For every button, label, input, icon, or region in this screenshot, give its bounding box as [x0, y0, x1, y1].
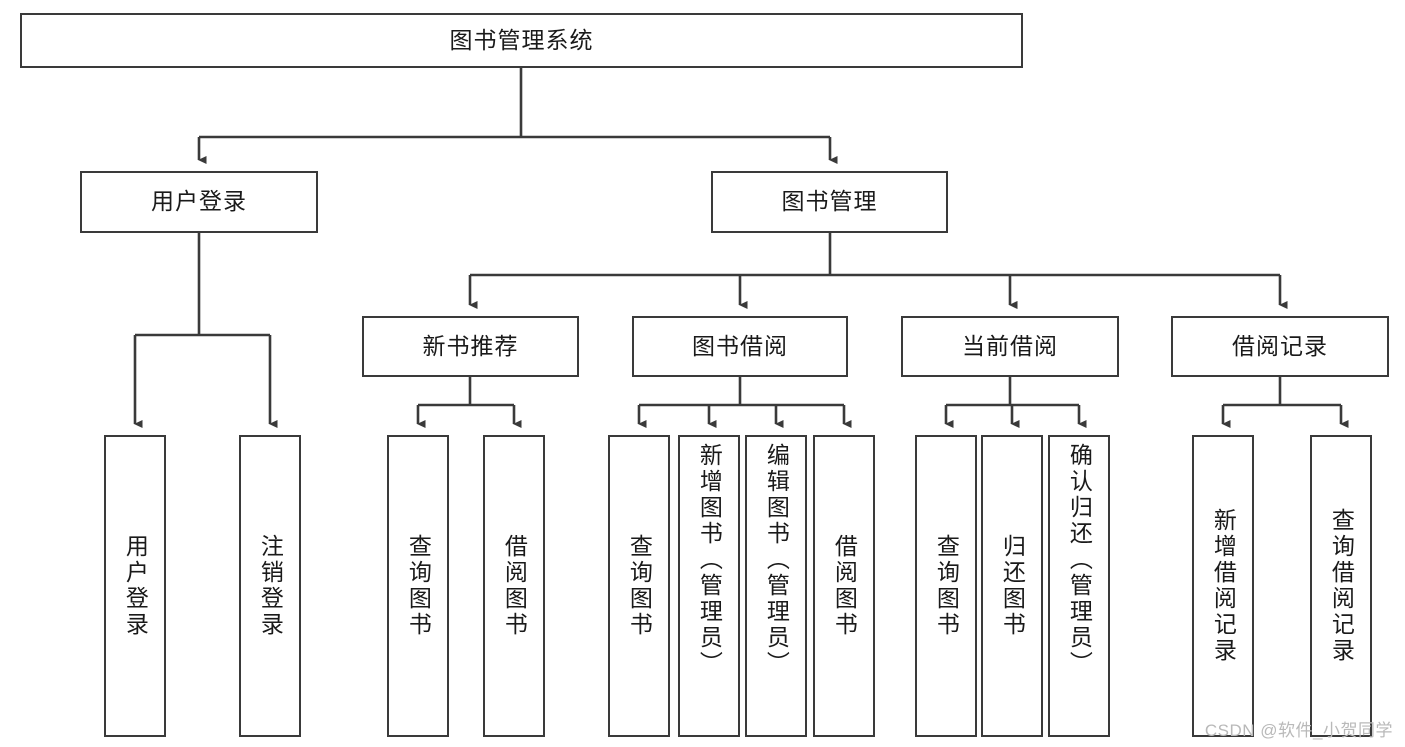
node-label: 查询图书 [405, 534, 432, 638]
leaf-node[interactable]: 借阅图书 [483, 435, 545, 737]
node-label: 查询借阅记录 [1328, 508, 1355, 664]
node-root-system[interactable]: 图书管理系统 [20, 13, 1023, 68]
leaf-node[interactable]: 借阅图书 [813, 435, 875, 737]
node-book-borrow[interactable]: 图书借阅 [632, 316, 848, 377]
node-label: 编辑图书（管理员） [763, 443, 790, 677]
node-label: 查询图书 [626, 534, 653, 638]
leaf-node[interactable]: 查询图书 [915, 435, 977, 737]
leaf-node[interactable]: 查询借阅记录 [1310, 435, 1372, 737]
leaf-node[interactable]: 归还图书 [981, 435, 1043, 737]
node-book-management[interactable]: 图书管理 [711, 171, 948, 233]
leaf-node[interactable]: 注销登录 [239, 435, 301, 737]
node-label: 注销登录 [257, 534, 284, 638]
node-label: 归还图书 [999, 534, 1026, 638]
node-label: 用户登录 [122, 534, 149, 638]
leaf-node[interactable]: 新增图书（管理员） [678, 435, 740, 737]
leaf-node[interactable]: 用户登录 [104, 435, 166, 737]
node-new-book-recommend[interactable]: 新书推荐 [362, 316, 579, 377]
leaf-node[interactable]: 新增借阅记录 [1192, 435, 1254, 737]
node-label: 新增借阅记录 [1210, 508, 1237, 664]
node-label: 查询图书 [933, 534, 960, 638]
leaf-node[interactable]: 查询图书 [608, 435, 670, 737]
node-label: 借阅记录 [1232, 332, 1328, 359]
node-root-label: 图书管理系统 [449, 26, 594, 53]
node-user-login[interactable]: 用户登录 [80, 171, 318, 233]
watermark: CSDN @软件_小贺同学 [1204, 721, 1393, 740]
node-label: 图书借阅 [692, 332, 788, 359]
node-current-borrow[interactable]: 当前借阅 [901, 316, 1119, 377]
node-label: 图书管理 [781, 188, 878, 215]
node-label: 当前借阅 [962, 332, 1058, 359]
node-label: 新书推荐 [422, 332, 519, 359]
leaf-node[interactable]: 确认归还（管理员） [1048, 435, 1110, 737]
leaf-node[interactable]: 编辑图书（管理员） [745, 435, 807, 737]
node-borrow-record[interactable]: 借阅记录 [1171, 316, 1389, 377]
node-label: 借阅图书 [501, 534, 528, 638]
node-label: 新增图书（管理员） [696, 443, 723, 677]
leaf-node[interactable]: 查询图书 [387, 435, 449, 737]
node-label: 用户登录 [151, 188, 247, 215]
node-label: 借阅图书 [831, 534, 858, 638]
node-label: 确认归还（管理员） [1066, 443, 1093, 677]
